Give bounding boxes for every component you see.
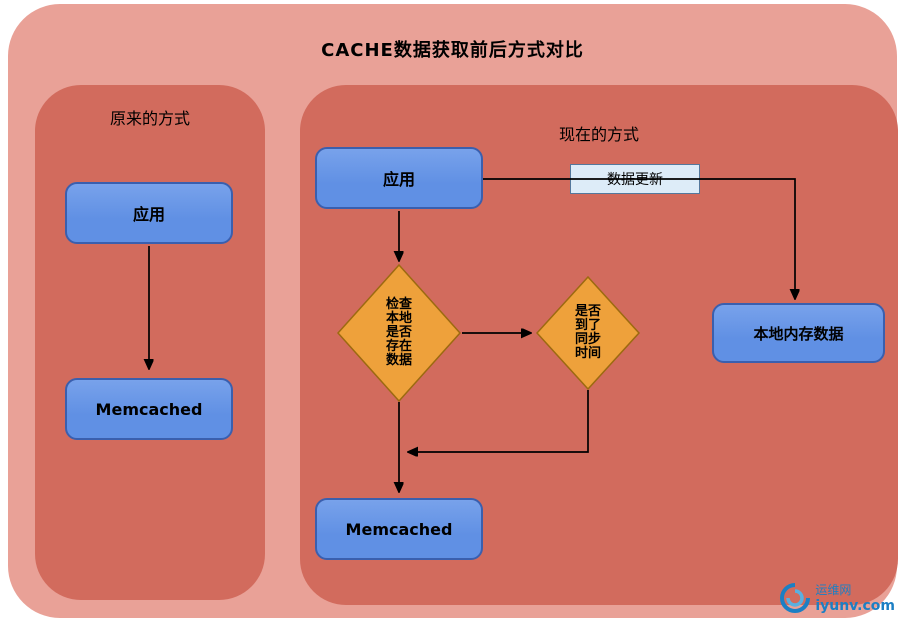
- iyunv-logo-icon: [780, 583, 811, 613]
- watermark-text: 运维网 iyunv.com: [815, 583, 895, 614]
- diagram-title: CACHE数据获取前后方式对比: [321, 40, 584, 61]
- decision-sync-time-label: 是否 到了 同步 时间: [574, 304, 601, 361]
- node-memcached-current: Memcached: [315, 498, 483, 560]
- node-memcached-original: Memcached: [65, 378, 233, 440]
- node-app-original: 应用: [65, 182, 233, 244]
- diamond-shape-icon: [536, 276, 640, 390]
- diamond-shape-icon: [337, 264, 461, 402]
- outer-container: CACHE数据获取前后方式对比 原来的方式 应用 Memcached 现在的方式…: [8, 4, 898, 618]
- panel-current-label: 现在的方式: [558, 125, 639, 144]
- watermark: 运维网 iyunv.com: [780, 582, 895, 616]
- decision-check-local-data: 检查 本地 是否 存在 数据: [337, 264, 461, 402]
- decision-check-local-label: 检查 本地 是否 存在 数据: [385, 297, 412, 368]
- node-data-update: 数据更新: [570, 164, 700, 194]
- panel-original-method: 原来的方式 应用 Memcached: [35, 85, 265, 600]
- node-app-current: 应用: [315, 147, 483, 209]
- node-local-memory-data: 本地内存数据: [712, 303, 885, 363]
- watermark-site-name: 运维网: [815, 583, 852, 598]
- panel-original-label: 原来的方式: [109, 109, 190, 128]
- watermark-site-url: iyunv.com: [815, 597, 895, 614]
- decision-sync-time: 是否 到了 同步 时间: [536, 276, 640, 390]
- panel-current-method: 现在的方式 应用 数据更新 检查 本地 是否 存在 数据 是否 到了 同步 时间…: [300, 85, 898, 605]
